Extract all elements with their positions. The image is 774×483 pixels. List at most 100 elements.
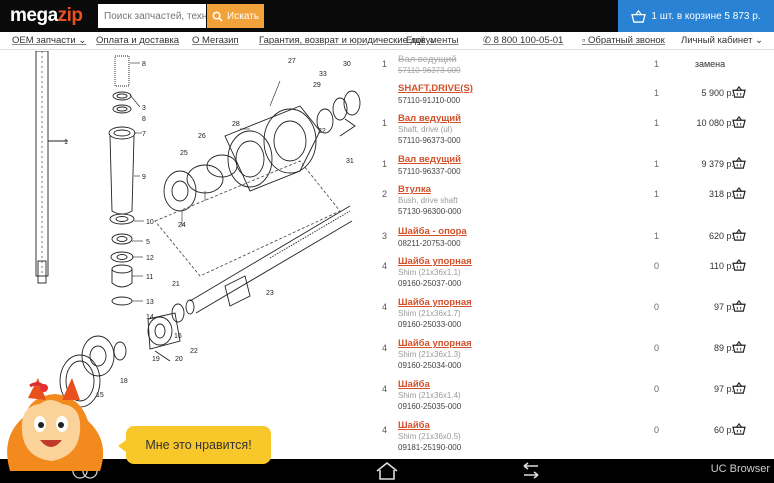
part-code: 09160-25033-000 (398, 320, 462, 329)
add-to-cart-icon[interactable] (732, 157, 746, 169)
part-index: 1 (382, 159, 388, 169)
part-qty: 1 (654, 88, 660, 98)
part-description: Shim (21x36x1.4) (398, 391, 461, 400)
nav-phone[interactable]: ✆ 8 800 100-05-01 (483, 35, 563, 46)
part-name-link[interactable]: SHAFT,DRIVE(S) (398, 83, 473, 94)
logo-zip: zip (57, 5, 83, 26)
svg-text:7: 7 (142, 131, 146, 138)
megazip-logo[interactable]: megazip (10, 5, 83, 27)
part-description: Shim (21x36x1.3) (398, 350, 461, 359)
part-price: 110 р. (709, 261, 734, 271)
top-bar: megazip Искать 1 шт. в корзине 5 873 р. (0, 0, 774, 32)
nav-warranty[interactable]: Гарантия, возврат и юридические документ… (259, 35, 459, 46)
svg-text:24: 24 (178, 222, 186, 229)
svg-text:8: 8 (142, 61, 146, 68)
nav-payment-delivery[interactable]: Оплата и доставка (96, 35, 180, 46)
svg-text:11: 11 (146, 274, 153, 281)
part-code: 57110-91J10-000 (398, 96, 461, 105)
add-to-cart-icon[interactable] (732, 259, 746, 271)
svg-text:18: 18 (120, 378, 128, 385)
nav-more[interactable]: Ещё ⌄ (406, 35, 436, 46)
svg-text:10: 10 (146, 219, 154, 226)
part-name-link[interactable]: Шайба - опора (398, 226, 467, 237)
like-tooltip[interactable]: Мне это нравится! (118, 426, 271, 464)
search-input[interactable] (98, 4, 206, 28)
part-name-link[interactable]: Шайба упорная (398, 297, 472, 308)
part-qty: 0 (654, 384, 660, 394)
svg-text:27: 27 (288, 58, 296, 65)
add-to-cart-icon[interactable] (732, 116, 746, 128)
nav-account[interactable]: Личный кабинет ⌄ (681, 35, 763, 46)
nav-about[interactable]: О Мегазип (192, 35, 239, 46)
add-to-cart-icon[interactable] (732, 382, 746, 394)
part-name-link[interactable]: Шайба упорная (398, 338, 472, 349)
part-description: Shim (21x36x1.1) (398, 268, 461, 277)
nav-oem-parts[interactable]: OEM запчасти ⌄ (12, 35, 86, 46)
part-name-link[interactable]: Вал ведущий (398, 154, 461, 165)
cart-button[interactable]: 1 шт. в корзине 5 873 р. (618, 0, 774, 32)
uc-mascot-squirrel-icon[interactable] (0, 376, 110, 483)
uc-browser-label: UC Browser (710, 463, 770, 475)
nav-more-label: Ещё (406, 35, 426, 46)
table-row: SHAFT,DRIVE(S) 57110-91J10-000 1 5 900 р… (370, 82, 774, 122)
svg-text:25: 25 (180, 150, 188, 157)
part-index: 1 (382, 118, 388, 128)
part-qty: 0 (654, 425, 660, 435)
svg-text:3: 3 (142, 105, 146, 112)
part-index: 4 (382, 261, 388, 271)
home-icon[interactable] (374, 462, 400, 480)
like-tooltip-text: Мне это нравится! (145, 438, 252, 452)
svg-text:22: 22 (190, 348, 198, 355)
add-to-cart-icon[interactable] (732, 229, 746, 241)
search-button[interactable]: Искать (207, 4, 264, 28)
svg-text:31: 31 (346, 158, 354, 165)
search-button-label: Искать (227, 10, 259, 22)
part-name-link[interactable]: Втулка (398, 184, 431, 195)
part-code: 57110-96337-000 (398, 167, 461, 176)
svg-text:8: 8 (142, 116, 146, 123)
part-qty: 1 (654, 159, 660, 169)
table-row: 3 Шайба - опора 08211-20753-000 1 620 р. (370, 225, 774, 265)
part-description: Shim (21x36x1.7) (398, 309, 461, 318)
part-name-link[interactable]: Вал ведущий (398, 113, 461, 124)
nav-account-label: Личный кабинет (681, 35, 753, 46)
nav-oem-label: OEM запчасти (12, 35, 76, 46)
chevron-down-icon: ⌄ (78, 35, 87, 46)
part-name-link[interactable]: Шайба упорная (398, 256, 472, 267)
part-code: 09181-25190-000 (398, 443, 462, 452)
svg-text:21: 21 (172, 281, 180, 288)
part-code: 09160-25035-000 (398, 402, 462, 411)
part-name-link[interactable]: Вал ведущий (398, 54, 457, 65)
callback-icon: ▫ (582, 35, 586, 46)
part-index: 3 (382, 231, 388, 241)
add-to-cart-icon[interactable] (732, 187, 746, 199)
part-name-link[interactable]: Шайба (398, 379, 430, 390)
part-price: 620 р. (708, 231, 734, 241)
part-qty: 0 (654, 343, 660, 353)
part-name-link[interactable]: Шайба (398, 420, 430, 431)
table-row: 1 Вал ведущий Shaft, drive (ul) 57110-96… (370, 112, 774, 152)
add-to-cart-icon[interactable] (732, 300, 746, 312)
svg-text:30: 30 (343, 61, 351, 68)
part-price: 97 р. (713, 384, 734, 394)
svg-text:13: 13 (146, 299, 154, 306)
svg-text:1: 1 (64, 139, 68, 146)
part-price: 5 900 р. (701, 88, 734, 98)
part-price: 10 080 р. (696, 118, 734, 128)
nav-callback[interactable]: ▫ Обратный звонок (582, 35, 665, 46)
add-to-cart-icon[interactable] (732, 86, 746, 98)
part-price: 318 р. (708, 189, 734, 199)
add-to-cart-icon[interactable] (732, 341, 746, 353)
part-qty: 1 (654, 189, 660, 199)
nav-phone-label: 8 800 100-05-01 (493, 35, 564, 46)
search-icon (212, 11, 223, 22)
part-index: 4 (382, 343, 388, 353)
table-row: 1 Вал ведущий 57110-96373-000 1 замена (370, 53, 774, 93)
add-to-cart-icon[interactable] (732, 423, 746, 435)
cart-summary: 1 шт. в корзине 5 873 р. (651, 10, 761, 22)
left-stack (108, 55, 136, 306)
recent-apps-icon[interactable] (518, 462, 544, 480)
bottom-assembly (59, 303, 185, 408)
svg-text:19: 19 (152, 356, 160, 363)
part-qty: 1 (654, 118, 660, 128)
